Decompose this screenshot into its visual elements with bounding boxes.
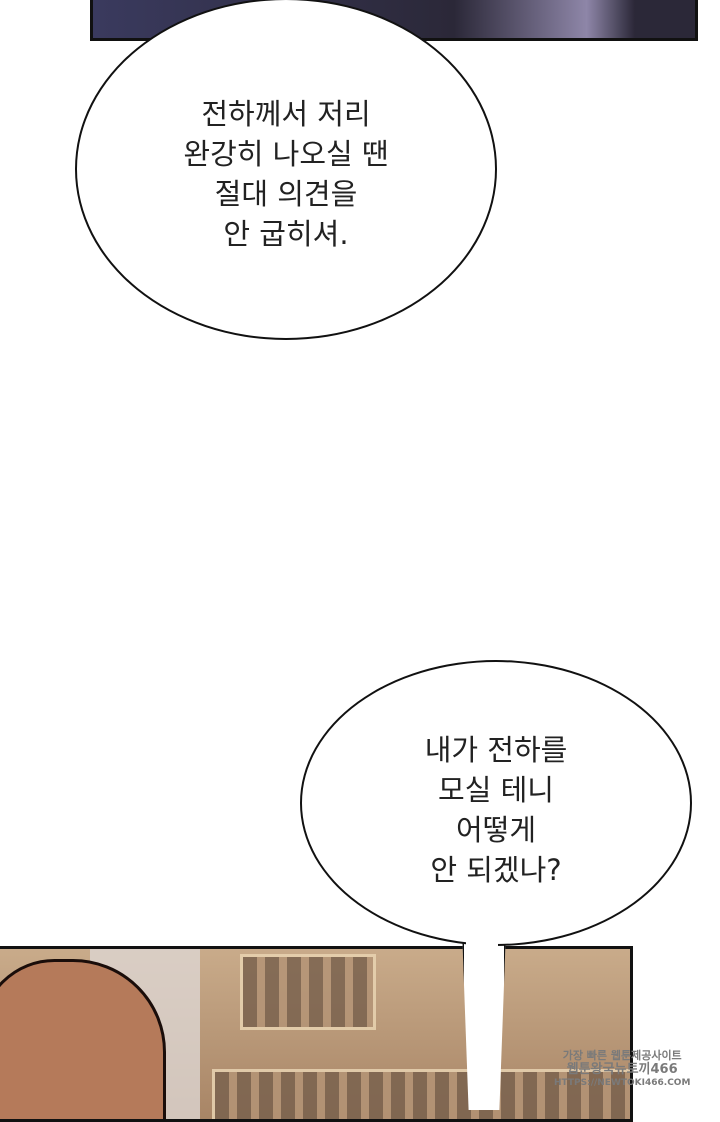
wall-ornament-panel	[240, 954, 376, 1030]
tail-joint	[466, 936, 498, 946]
character-hair	[0, 959, 166, 1119]
bubble-line: 어떻게	[455, 813, 537, 847]
bubble-line: 모실 테니	[438, 773, 554, 807]
bubble-line: 내가 전하를	[424, 733, 568, 767]
speech-bubble-tail	[462, 930, 506, 1110]
watermark: 가장 빠른 웹툰제공사이트 웹툰왕국뉴토끼466 HTTPS://NEWTOKI…	[554, 1050, 690, 1089]
bubble-line: 안 되겠나?	[430, 853, 562, 887]
speech-bubble-1: 전하께서 저리 완강히 나오실 땐 절대 의견을 안 굽히셔.	[75, 0, 497, 340]
bubble-line: 안 굽히셔.	[223, 217, 349, 251]
bubble-line: 완강히 나오실 땐	[183, 137, 389, 171]
bubble-line: 전하께서 저리	[201, 97, 371, 131]
watermark-line: 웹툰왕국뉴토끼466	[566, 1062, 678, 1077]
bubble-line: 절대 의견을	[214, 177, 358, 211]
speech-bubble-2: 내가 전하를 모실 테니 어떻게 안 되겠나?	[300, 660, 692, 946]
watermark-line: 가장 빠른 웹툰제공사이트	[562, 1049, 682, 1062]
bottom-comic-panel	[0, 946, 633, 1122]
watermark-line: HTTPS://NEWTOKI466.COM	[554, 1078, 691, 1088]
